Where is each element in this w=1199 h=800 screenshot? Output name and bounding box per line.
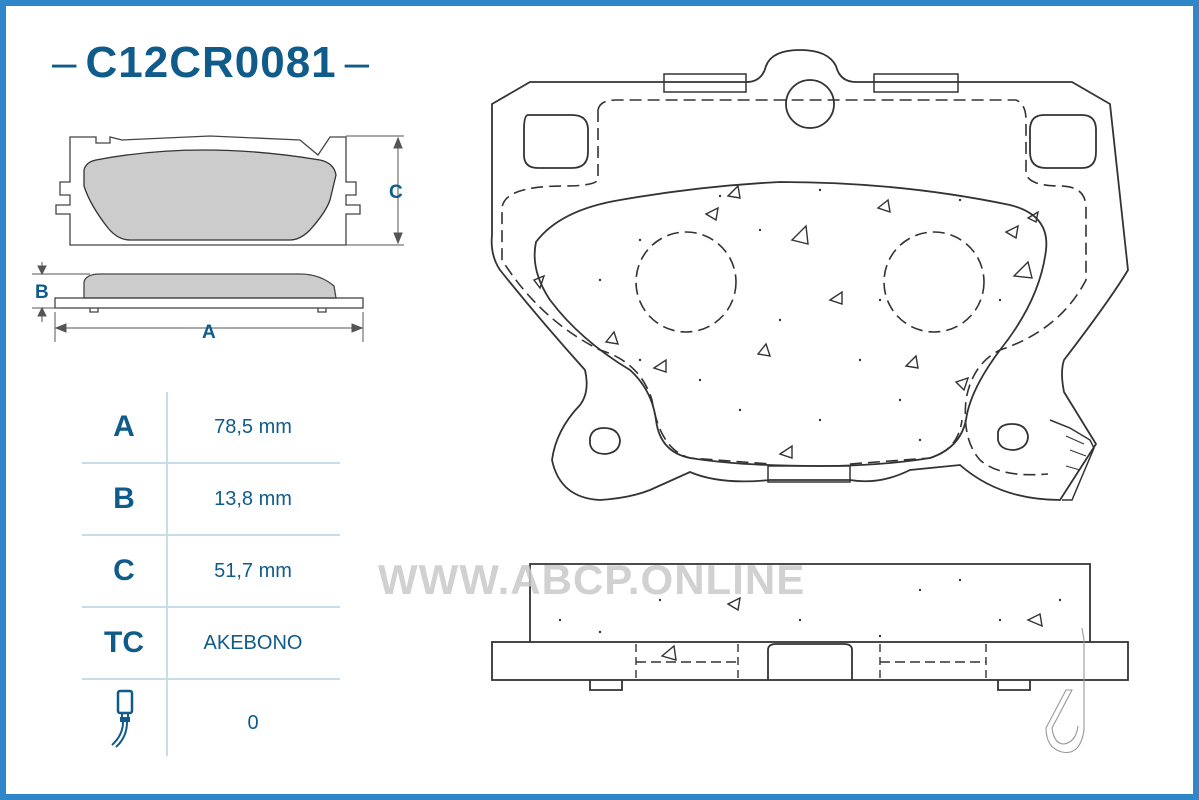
- spec-value: AKEBONO: [203, 631, 303, 654]
- watermark: WWW.ABCP.ONLINE: [378, 556, 806, 603]
- spec-key: TC: [104, 626, 144, 659]
- spec-row-b: B 13,8 mm: [82, 464, 340, 536]
- spec-value: 78,5 mm: [214, 415, 292, 438]
- spec-table: A 78,5 mm B 13,8 mm C 51,7 mm TC AKEBONO…: [82, 392, 340, 766]
- spec-key: B: [113, 482, 135, 515]
- spec-value: 51,7 mm: [214, 559, 292, 582]
- spec-key: A: [113, 410, 135, 443]
- spec-value: 0: [247, 711, 259, 734]
- title-dash-left: –: [52, 38, 78, 87]
- wear-sensor-icon: [82, 687, 166, 759]
- part-number-title: –C12CR0081–: [44, 38, 378, 88]
- spec-row-c: C 51,7 mm: [82, 536, 340, 608]
- dimension-c: [346, 135, 404, 246]
- pad-side-view-large: [491, 563, 1129, 754]
- spec-key: C: [113, 554, 135, 587]
- title-dash-right: –: [344, 38, 371, 87]
- spec-row-sensor: 0: [82, 680, 340, 766]
- part-number: C12CR0081: [85, 38, 337, 87]
- spec-row-tc: TC AKEBONO: [82, 608, 340, 680]
- dimension-a: [54, 312, 364, 342]
- spec-value: 13,8 mm: [214, 487, 292, 510]
- spec-table-divider: [166, 392, 168, 756]
- dimension-c-label: C: [389, 182, 403, 203]
- dimension-b-label: B: [35, 282, 49, 303]
- pad-top-view-small: [55, 135, 361, 246]
- dimension-b: [32, 262, 90, 322]
- friction-material-triangles: [532, 184, 1039, 459]
- pad-side-view-small: [54, 273, 364, 313]
- dimension-a-label: A: [202, 322, 216, 343]
- friction-material-speckles: [598, 188, 1002, 442]
- pad-inner-dashed-outline: [501, 99, 1087, 476]
- spec-row-a: A 78,5 mm: [82, 392, 340, 464]
- side-view-speckles: [558, 578, 1062, 638]
- pad-front-view-large: [490, 49, 1129, 501]
